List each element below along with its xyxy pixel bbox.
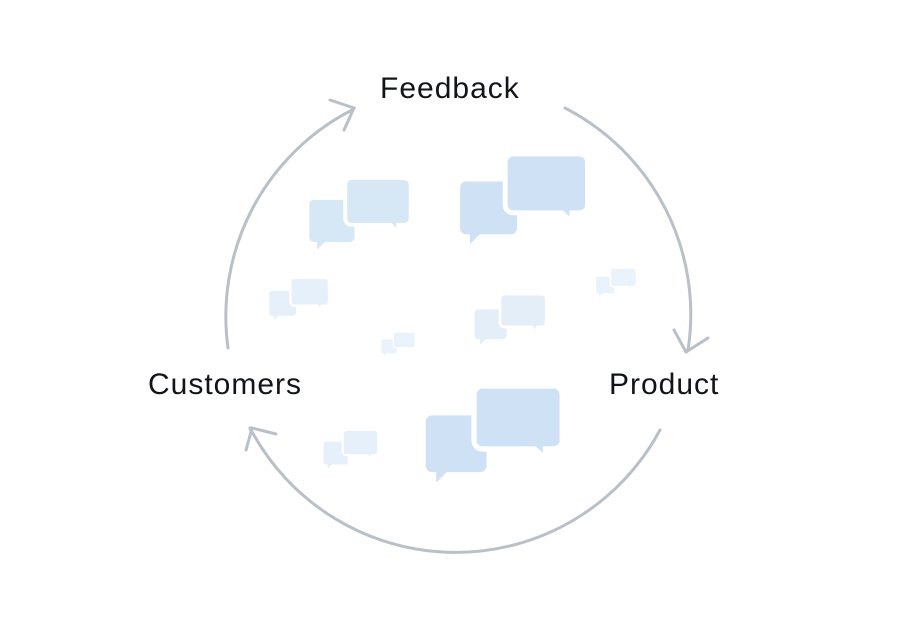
arc-feedback-to-product [563, 106, 693, 352]
chat-bubbles-icon [460, 154, 587, 244]
chat-bubbles-icon [322, 428, 380, 470]
chat-bubbles-icon [268, 276, 331, 322]
chat-bubbles [268, 154, 638, 483]
chat-bubbles-icon [380, 331, 416, 357]
node-customers-label: Customers [148, 368, 303, 401]
node-feedback-label: Feedback [380, 72, 520, 105]
chat-bubbles-icon [426, 386, 563, 483]
arrow-head-icon [328, 98, 357, 132]
arrow-head-icon [672, 328, 710, 355]
chat-bubbles-icon [307, 176, 413, 252]
arrow-head-icon [244, 426, 278, 452]
node-product-label: Product [609, 368, 720, 401]
chat-bubbles-icon [473, 292, 548, 346]
cycle-arrows [224, 98, 710, 554]
arc-customers-to-feedback [224, 108, 354, 350]
arc-product-to-customers [248, 426, 662, 554]
chat-bubbles-icon [595, 267, 638, 298]
